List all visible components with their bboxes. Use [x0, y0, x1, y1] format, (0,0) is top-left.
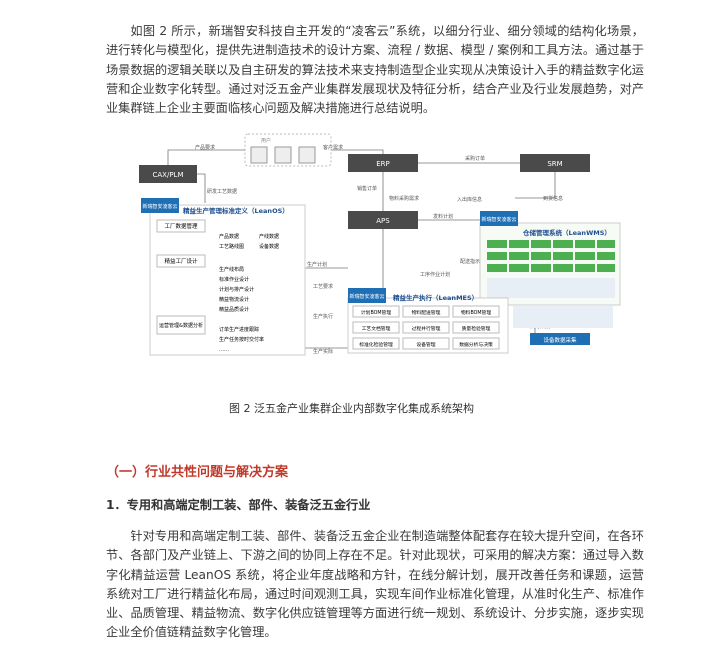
- svg-text:生产线布局: 生产线布局: [219, 266, 244, 273]
- svg-text:新瑞智安凌客云: 新瑞智安凌客云: [481, 216, 516, 223]
- svg-text:精益品质设计: 精益品质设计: [219, 306, 249, 313]
- flow-label-inout-info: 入出库信息: [457, 196, 482, 203]
- svg-text:新瑞智安凌客云: 新瑞智安凌客云: [349, 293, 384, 300]
- aps-box: [348, 211, 418, 229]
- flow-label-product-req: 产品要求: [195, 144, 215, 151]
- svg-text:计划与排产设计: 计划与排产设计: [219, 286, 254, 293]
- flow-label-arrival-info: 到货信息: [543, 195, 563, 202]
- svg-text:工艺路线图: 工艺路线图: [219, 243, 244, 250]
- sub-title: 1．专用和高端定制工装、部件、装备泛五金行业: [106, 498, 371, 512]
- flow-label-delivery: 配送指示: [460, 258, 480, 265]
- section-title: （一）行业共性问题与解决方案: [106, 465, 289, 480]
- user-icons: [250, 146, 316, 164]
- svg-text:质量检验管理: 质量检验管理: [462, 325, 491, 332]
- cax-plm-label: CAX/PLM: [153, 171, 184, 179]
- svg-text:数据分析与决策: 数据分析与决策: [459, 341, 493, 348]
- flow-label-sales-order: 销售订单: [357, 185, 377, 192]
- flow-label-material-demand: 物料采购需求: [389, 195, 419, 202]
- mes-title: 精益生产执行（LeanMES）: [393, 293, 478, 302]
- flow-label-process-plan: 工序作业计划: [420, 271, 450, 278]
- erp-label: ERP: [376, 160, 390, 168]
- svg-text:订单生产进度跟踪: 订单生产进度跟踪: [219, 326, 259, 333]
- svg-text:工艺文档管理: 工艺文档管理: [362, 325, 391, 332]
- cax-plm-box: [139, 165, 197, 183]
- svg-text:产线数据: 产线数据: [259, 233, 279, 240]
- svg-text:标准化检验管理: 标准化检验管理: [359, 341, 393, 348]
- user-label: 用户: [261, 137, 271, 144]
- badge-leanos: [141, 198, 179, 213]
- svg-text:标准作业设计: 标准作业设计: [219, 276, 249, 283]
- svg-text:产品数据: 产品数据: [219, 233, 239, 240]
- svg-text:精益物流设计: 精益物流设计: [219, 296, 249, 303]
- wms-grid: [487, 240, 615, 272]
- svg-text:设备管理: 设备管理: [416, 341, 435, 348]
- svg-text:新瑞智安凌客云: 新瑞智安凌客云: [142, 203, 177, 210]
- srm-box: [520, 154, 590, 172]
- aps-label: APS: [376, 217, 390, 225]
- paragraph-2: 针对专用和高端定制工装、部件、装备泛五金企业在制造端整体配套存在较大提升空间，在…: [106, 529, 644, 640]
- svg-text:精益工厂设计: 精益工厂设计: [164, 257, 198, 265]
- wms-title: 仓储管理系统（LeanWMS）: [522, 228, 611, 237]
- srm-label: SRM: [547, 160, 562, 168]
- svg-text:运营管理&数据分析: 运营管理&数据分析: [159, 322, 203, 329]
- flow-label-production-plan: 生产计划: [307, 261, 327, 268]
- device-data-label: 设备数据采集: [543, 336, 577, 344]
- svg-text:物料配送管理: 物料配送管理: [412, 309, 441, 316]
- flow-label-process-req: 工艺要求: [313, 283, 333, 290]
- svg-text:工厂数据管理: 工厂数据管理: [164, 222, 198, 230]
- flow-label-rd-process: 研发工艺数据: [207, 188, 237, 195]
- svg-text:生产任务按时交付率: 生产任务按时交付率: [219, 336, 264, 343]
- flow-label-execution: 生产执行: [313, 313, 333, 320]
- flow-label-customer-need: 客户需求: [323, 144, 343, 151]
- svg-text:过程并行管理: 过程并行管理: [412, 325, 441, 332]
- flow-label-dispatch-plan: 发料计划: [433, 213, 453, 220]
- flow-label-purchase-order: 采购订单: [465, 155, 485, 162]
- leanos-title: 精益生产管理标准定义（LeanOS）: [183, 206, 289, 215]
- svg-text:设备数据: 设备数据: [259, 243, 279, 250]
- svg-text:计划BOM管理: 计划BOM管理: [361, 309, 392, 316]
- system-architecture-figure: 用户 产品要求 客户需求 CAX/PLM ERP SRM APS 采购订单 销售…: [139, 133, 621, 356]
- svg-text:物料BOM管理: 物料BOM管理: [461, 309, 492, 316]
- svg-text:……: ……: [219, 347, 229, 353]
- figure-caption: 图 2 泛五金产业集群企业内部数字化集成系统架构: [229, 402, 474, 415]
- flow-label-actual: 生产实际: [313, 348, 333, 355]
- device-data-box: [530, 333, 590, 345]
- erp-box: [348, 154, 418, 172]
- intro-paragraph: 如图 2 所示，新瑞智安科技自主开发的“凌客云”系统，以细分行业、细分领域的结构…: [106, 24, 644, 116]
